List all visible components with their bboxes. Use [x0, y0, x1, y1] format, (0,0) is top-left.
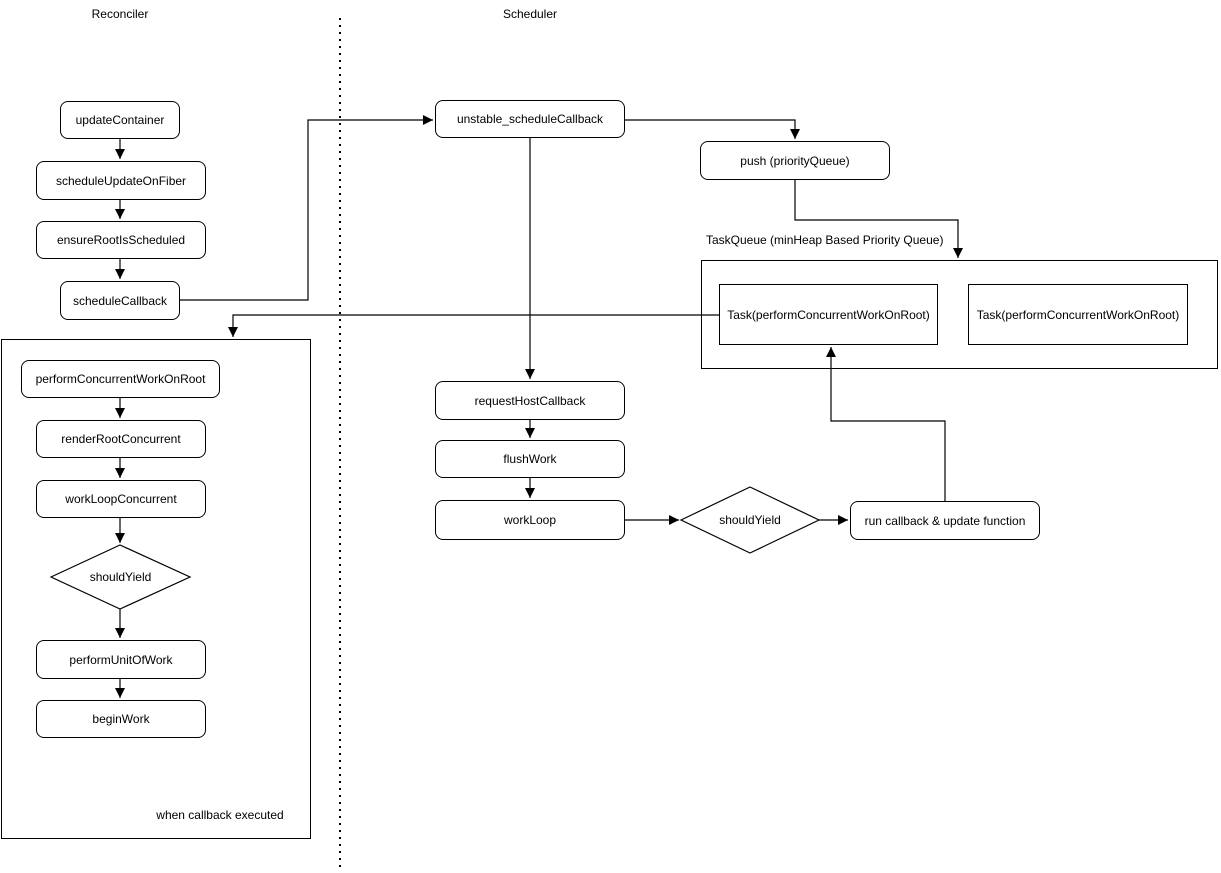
node-scheduleUpdateOnFiber: scheduleUpdateOnFiber [36, 161, 206, 200]
edge-push-taskQueue [794, 180, 963, 258]
node-task-2: Task(performConcurrentWorkOnRoot) [968, 284, 1188, 345]
edge-unstableScheduleCallback-push [625, 119, 800, 139]
node-unstableScheduleCallback: unstable_scheduleCallback [435, 100, 625, 138]
callback-group-frame [1, 339, 311, 839]
node-performUnitOfWork: performUnitOfWork [36, 640, 206, 679]
lane-title-scheduler: Scheduler [502, 7, 558, 21]
node-scheduleCallback: scheduleCallback [60, 281, 180, 320]
edge-scheduleCallback-unstableScheduleCallback [180, 115, 433, 301]
edge-task1-callbackGroup [228, 314, 719, 337]
decision-shouldYield-scheduler [679, 486, 821, 554]
node-runCallbackUpdateFunction: run callback & update function [850, 501, 1040, 540]
lane-title-reconciler: Reconciler [91, 7, 149, 21]
node-pushPriorityQueue: push (priorityQueue) [700, 141, 890, 180]
node-renderRootConcurrent: renderRootConcurrent [36, 420, 206, 458]
taskqueue-frame [701, 260, 1218, 369]
node-updateContainer: updateContainer [60, 101, 180, 139]
taskqueue-caption: TaskQueue (minHeap Based Priority Queue) [706, 233, 944, 247]
node-task-1: Task(performConcurrentWorkOnRoot) [719, 284, 938, 345]
decision-label-shouldYield-scheduler: shouldYield [719, 513, 781, 527]
node-flushWork: flushWork [435, 440, 625, 478]
decision-label-shouldYield-reconciler: shouldYield [89, 570, 152, 584]
node-workLoopConcurrent: workLoopConcurrent [36, 480, 206, 518]
node-workLoop: workLoop [435, 500, 625, 540]
node-requestHostCallback: requestHostCallback [435, 381, 625, 420]
node-ensureRootIsScheduled: ensureRootIsScheduled [36, 221, 206, 259]
node-performConcurrentWorkOnRoot: performConcurrentWorkOnRoot [21, 360, 220, 398]
node-beginWork: beginWork [36, 700, 206, 738]
edge-runCallback-task1 [826, 347, 946, 501]
decision-shouldYield-reconciler [49, 544, 192, 610]
callback-group-caption: when callback executed [156, 807, 284, 822]
